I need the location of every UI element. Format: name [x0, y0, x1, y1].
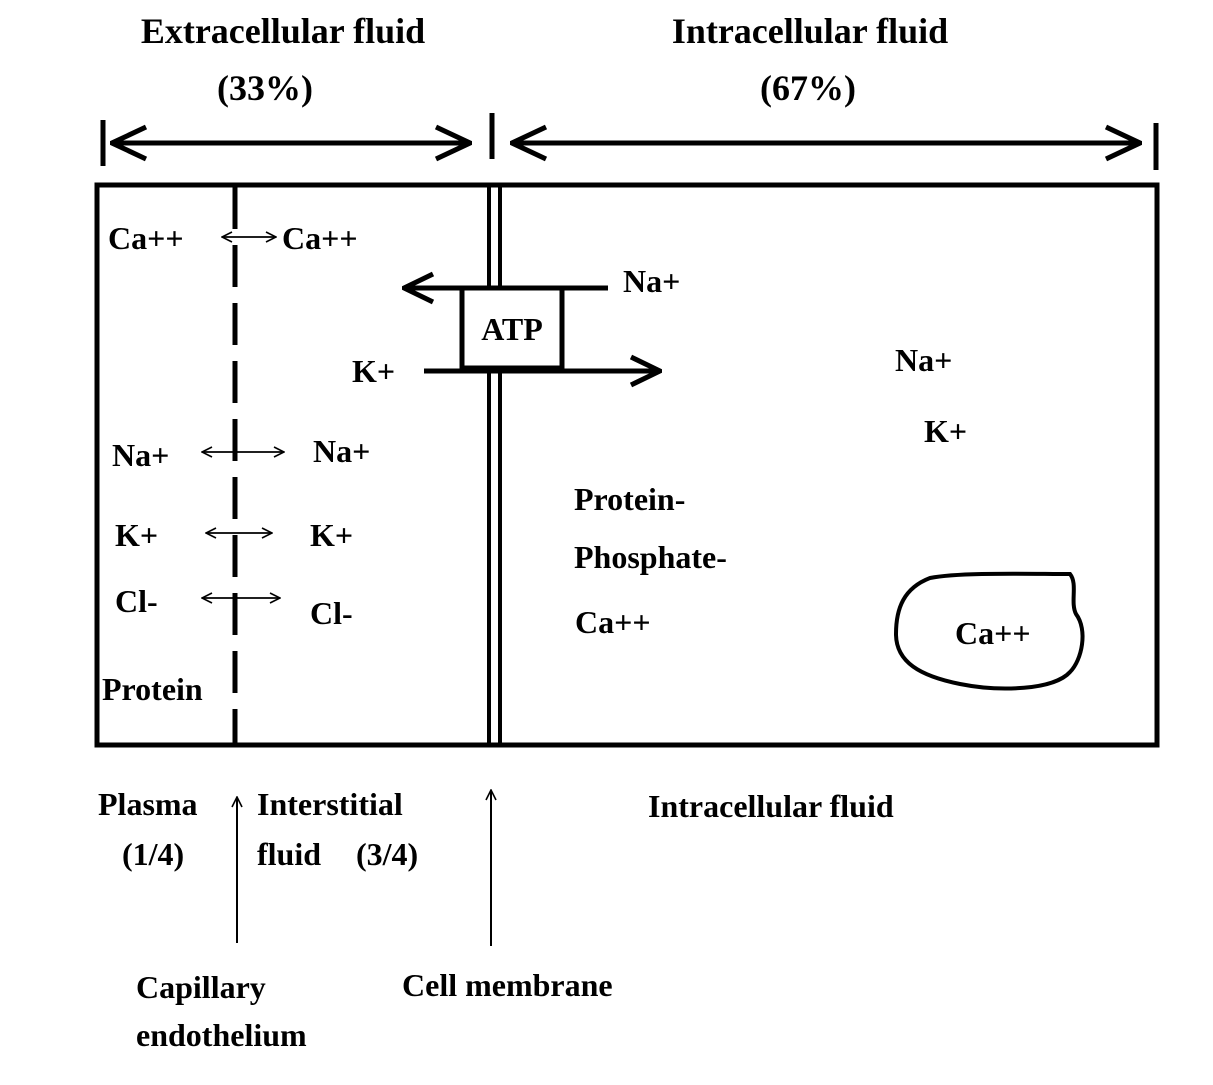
intracellular-protein-label: Protein- — [574, 481, 685, 517]
interstitial-cl-label: Cl- — [310, 595, 353, 631]
interstitial-fraction-label: (3/4) — [356, 836, 418, 872]
plasma-fraction-label: (1/4) — [122, 836, 184, 872]
interstitial-ca-label: Ca++ — [282, 220, 358, 256]
organelle-ca-label: Ca++ — [955, 615, 1031, 651]
extracellular-percent: (33%) — [217, 68, 313, 108]
pump-k-label: K+ — [352, 353, 395, 389]
atp-pump-box — [459, 285, 565, 371]
calcium-store-organelle — [893, 571, 1085, 691]
plasma-na-label: Na+ — [112, 437, 169, 473]
intracellular-na-label: Na+ — [895, 342, 952, 378]
extracellular-fluid-title: Extracellular fluid — [141, 11, 425, 51]
interstitial-na-label: Na+ — [313, 433, 370, 469]
cell-membrane-label: Cell membrane — [402, 967, 613, 1003]
interstitial-fluid-label: fluid — [257, 836, 321, 872]
plasma-label: Plasma — [98, 786, 198, 822]
interstitial-label: Interstitial — [257, 786, 403, 822]
capillary-label-line1: Capillary — [136, 969, 266, 1005]
intracellular-k-label: K+ — [924, 413, 967, 449]
atp-label: ATP — [481, 311, 543, 347]
plasma-cl-label: Cl- — [115, 583, 158, 619]
interstitial-k-label: K+ — [310, 517, 353, 553]
intracellular-phosphate-label: Phosphate- — [574, 539, 727, 575]
pump-na-label: Na+ — [623, 263, 680, 299]
intracellular-percent: (67%) — [760, 68, 856, 108]
intracellular-ca-label: Ca++ — [575, 604, 651, 640]
intracellular-fluid-title: Intracellular fluid — [672, 11, 948, 51]
plasma-k-label: K+ — [115, 517, 158, 553]
compartment-box — [94, 182, 1160, 748]
plasma-ca-label: Ca++ — [108, 220, 184, 256]
plasma-protein-label: Protein — [102, 671, 203, 707]
capillary-label-line2: endothelium — [136, 1017, 307, 1053]
intracellular-fluid-footer-label: Intracellular fluid — [648, 788, 894, 824]
